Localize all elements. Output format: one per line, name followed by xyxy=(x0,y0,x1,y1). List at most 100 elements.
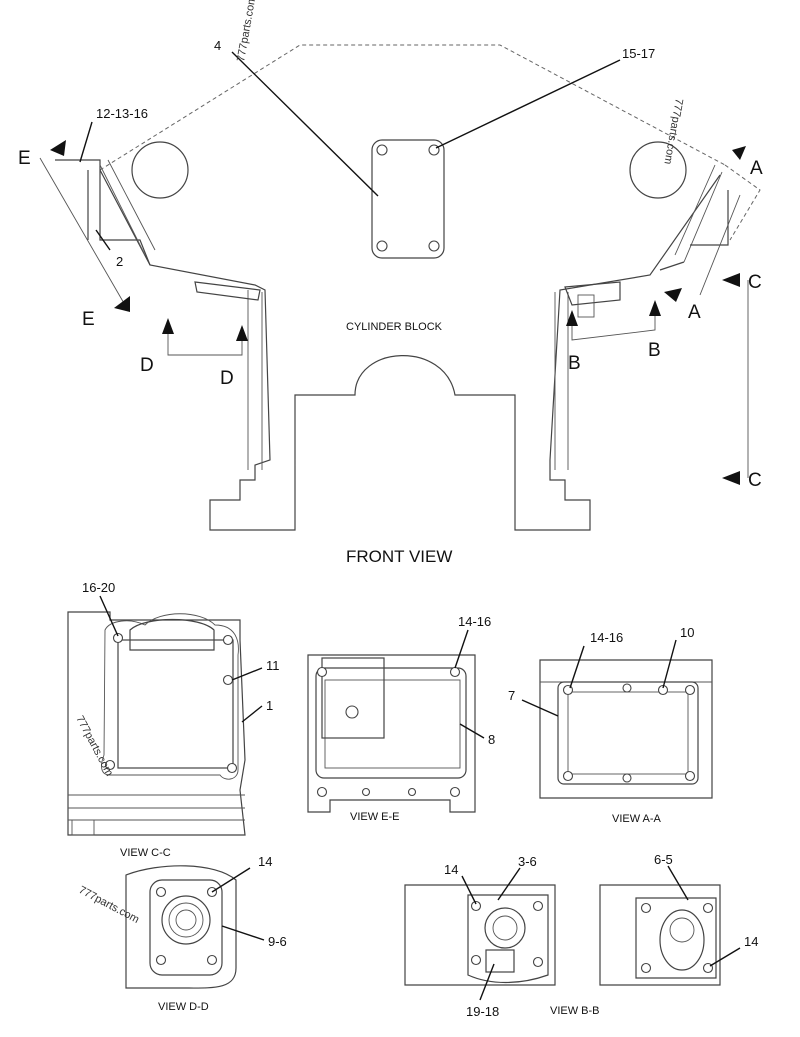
callout-14-dd: 14 xyxy=(258,854,272,869)
section-letter-d-right: D xyxy=(220,368,234,389)
section-letter-d-left: D xyxy=(140,355,154,376)
view-aa-bolt xyxy=(684,684,696,696)
engine-outline xyxy=(99,44,726,171)
callout-11: 11 xyxy=(266,658,280,673)
view-cc-bolt xyxy=(112,632,124,644)
view-dd-port xyxy=(161,895,211,945)
leader-14-bb-a xyxy=(461,875,477,905)
section-arrow-a-bottom xyxy=(664,288,682,302)
view-dd-bolt xyxy=(155,886,167,898)
left-bore xyxy=(131,141,189,199)
view-bb-right-block xyxy=(599,884,721,986)
view-aa-bolt xyxy=(684,770,696,782)
view-cc-bolt xyxy=(104,759,116,771)
leader-14-16-ee xyxy=(454,629,469,669)
section-arrow-a-top xyxy=(732,146,746,160)
callout-16-20: 16-20 xyxy=(82,580,115,595)
view-e-e: 14-16 8 VIEW E-E xyxy=(307,614,495,823)
callout-1: 1 xyxy=(266,698,273,713)
view-dd-plate xyxy=(149,879,223,976)
leader-15-17 xyxy=(435,59,621,149)
watermark: 777parts.com xyxy=(235,0,258,63)
callout-7: 7 xyxy=(508,688,515,703)
section-arrow-e-top xyxy=(50,140,66,156)
section-arrow-b-left xyxy=(566,310,578,326)
right-bore xyxy=(629,141,687,199)
view-bb-left-fitting xyxy=(485,949,515,973)
leader-11 xyxy=(231,667,263,681)
section-line-b xyxy=(571,310,656,341)
view-b-b: 14 3-6 19-18 6-5 14 VIEW B-B xyxy=(404,852,758,1019)
callout-19-18: 19-18 xyxy=(466,1004,499,1019)
callout-12-13-16: 12-13-16 xyxy=(96,106,148,121)
section-letter-b-right: B xyxy=(648,340,661,361)
leader-10 xyxy=(662,639,677,689)
view-aa-block xyxy=(539,659,713,799)
left-rail xyxy=(247,290,263,470)
section-arrow-c-top xyxy=(722,273,740,287)
view-cc-cover xyxy=(117,639,234,769)
view-aa-gasket xyxy=(557,681,699,785)
section-letter-c-top: C xyxy=(748,272,762,293)
watermark: 777parts.com xyxy=(73,714,115,778)
left-side-plate xyxy=(99,159,156,256)
view-dd-port-core xyxy=(175,909,197,931)
view-aa-bolt xyxy=(562,770,574,782)
section-letter-b-left: B xyxy=(568,353,581,374)
view-ee-bolt xyxy=(316,786,328,798)
view-dd-title: VIEW D-D xyxy=(158,1001,209,1013)
view-dd-bolt xyxy=(206,954,218,966)
view-aa-bolt xyxy=(622,683,632,693)
callout-14-16-ee: 14-16 xyxy=(458,614,491,629)
section-letter-c-bottom: C xyxy=(748,470,762,491)
view-aa-cover xyxy=(567,691,689,775)
view-aa-bolt xyxy=(622,773,632,783)
leader-3-6 xyxy=(497,867,521,901)
right-bracket xyxy=(659,190,729,271)
view-bb-left-block xyxy=(404,884,556,986)
view-ee-bolt xyxy=(449,666,461,678)
section-arrow-c-bottom xyxy=(722,471,740,485)
right-b-plate xyxy=(564,281,621,306)
view-bb-bolt xyxy=(532,956,544,968)
front-view-title: FRONT VIEW xyxy=(346,547,452,566)
view-bb-bolt xyxy=(470,900,482,912)
callout-2: 2 xyxy=(116,254,123,269)
leader-9-6 xyxy=(221,925,265,941)
callout-6-5: 6-5 xyxy=(654,852,673,867)
left-d-plate xyxy=(194,281,261,301)
section-letter-a-bottom: A xyxy=(688,302,701,323)
view-bb-right-port xyxy=(659,909,705,971)
view-bb-left-plate xyxy=(467,894,549,984)
view-dd-block xyxy=(125,865,237,989)
leader-2 xyxy=(95,229,111,251)
cylinder-block-label: CYLINDER BLOCK xyxy=(346,321,443,333)
leader-6-5 xyxy=(667,865,689,901)
section-letter-e-bottom: E xyxy=(82,309,95,330)
view-ee-cover xyxy=(324,679,461,769)
view-bb-left-port xyxy=(484,907,526,949)
view-ee-bolt xyxy=(449,786,461,798)
view-bb-bolt xyxy=(640,962,652,974)
section-letter-a-top: A xyxy=(750,158,763,179)
cover-bolt xyxy=(376,240,388,252)
view-d-d: 14 9-6 VIEW D-D 777parts.com xyxy=(77,854,287,1013)
view-cc-top-cap xyxy=(129,618,215,651)
view-ee-block xyxy=(307,654,476,813)
view-cc-block xyxy=(67,611,246,836)
view-cc-bolt xyxy=(222,634,234,646)
view-ee-plug xyxy=(345,705,359,719)
view-aa-bolt xyxy=(562,684,574,696)
view-bb-left-port-inner xyxy=(492,915,518,941)
view-bb-right-plate xyxy=(635,897,717,979)
callout-14-bb-a: 14 xyxy=(444,862,458,877)
cover-bolt xyxy=(376,144,388,156)
leader-7 xyxy=(521,699,559,717)
engine-outline-right xyxy=(724,164,761,241)
view-ee-gasket xyxy=(315,667,467,779)
callout-10: 10 xyxy=(680,625,694,640)
view-ee-title: VIEW E-E xyxy=(350,811,400,823)
callout-8: 8 xyxy=(488,732,495,747)
view-cc-title: VIEW C-C xyxy=(120,847,171,859)
leader-4 xyxy=(231,51,379,197)
